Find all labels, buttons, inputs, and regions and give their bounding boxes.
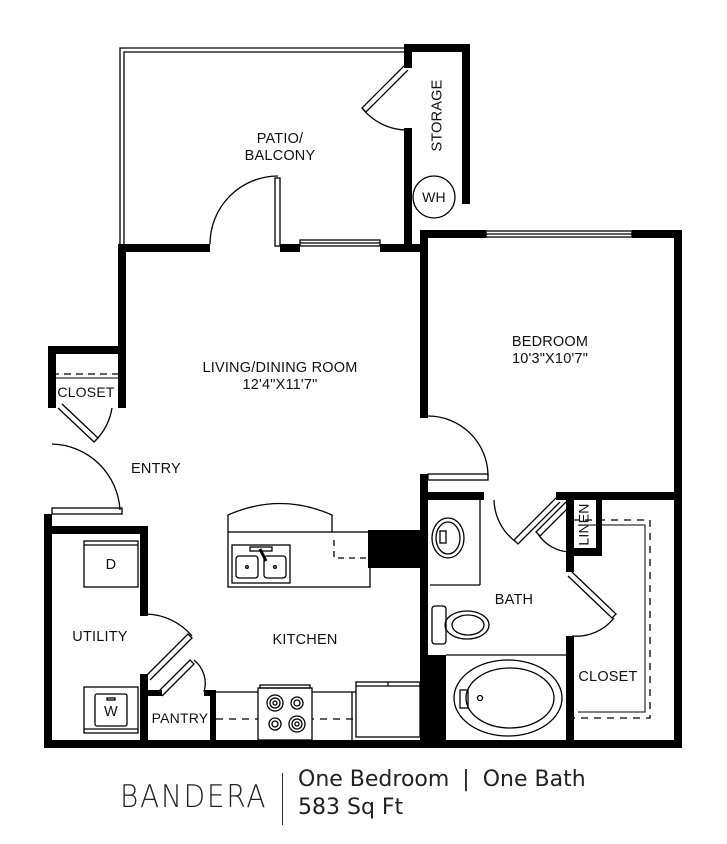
- spec-separator: |: [462, 767, 470, 792]
- footer-divider: [282, 773, 283, 825]
- water-heater-icon: [412, 175, 456, 219]
- toilet-icon: [431, 605, 490, 645]
- floorplan-rooms: One Bedroom | One Bath: [298, 767, 586, 792]
- living-room-dimensions: 12'4"X11'7": [242, 377, 318, 393]
- floorplan-footer: BANDERA One Bedroom | One Bath 583 Sq Ft: [0, 765, 727, 835]
- kitchen-bar: [227, 502, 333, 532]
- walls: [44, 44, 682, 748]
- bathtub-icon: [453, 659, 563, 737]
- linen-label: LINEN: [575, 503, 592, 546]
- entry-door: [51, 443, 123, 515]
- bedroom-name: BEDROOM: [511, 334, 589, 350]
- washer-label: W: [104, 704, 118, 720]
- sink-icon: [231, 544, 291, 584]
- floorplan-area: 583 Sq Ft: [298, 795, 404, 820]
- bath-door: [493, 497, 561, 545]
- bedroom-closet-label: CLOSET: [578, 669, 638, 685]
- bedroom-dimensions: 10'3"X10'7": [511, 351, 589, 367]
- washer-icon: [83, 686, 139, 734]
- entry-closet-label: CLOSET: [57, 384, 115, 400]
- bedroom-window: [485, 230, 633, 238]
- bathrooms-count: One Bath: [482, 767, 586, 792]
- water-heater-label: WH: [422, 189, 446, 205]
- pantry-door: [157, 659, 206, 697]
- dryer-label: D: [105, 557, 117, 573]
- bath-label: BATH: [494, 592, 534, 608]
- kitchen-label: KITCHEN: [272, 632, 338, 648]
- patio-railing: [119, 47, 404, 244]
- bedroom-closet-door: [567, 571, 617, 637]
- range-icon: [257, 684, 313, 741]
- utility-label: UTILITY: [72, 629, 128, 645]
- living-room-label: LIVING/DINING ROOM 12'4"X11'7": [170, 360, 390, 394]
- entry-label: ENTRY: [131, 461, 181, 477]
- storage-label: STORAGE: [429, 79, 446, 152]
- bedrooms-count: One Bedroom: [298, 767, 450, 792]
- entry-closet-door: [57, 403, 113, 443]
- utility-door: [145, 613, 193, 681]
- dryer-icon: [83, 540, 139, 588]
- patio-label-line2: BALCONY: [244, 148, 316, 164]
- patio-label-line1: PATIO/: [256, 131, 304, 147]
- patio-window: [299, 239, 381, 247]
- bedroom-label: BEDROOM 10'3"X10'7": [490, 334, 610, 368]
- patio-door: [209, 175, 281, 247]
- pantry-label: PANTRY: [151, 710, 209, 726]
- storage-door: [361, 65, 411, 131]
- bedroom-door: [427, 415, 489, 481]
- floorplan-name: BANDERA: [120, 779, 268, 815]
- refrigerator-icon: [351, 681, 421, 742]
- lavatory-sink-icon: [431, 517, 465, 559]
- patio-label: PATIO/ BALCONY: [225, 131, 335, 165]
- living-room-name: LIVING/DINING ROOM: [202, 360, 358, 376]
